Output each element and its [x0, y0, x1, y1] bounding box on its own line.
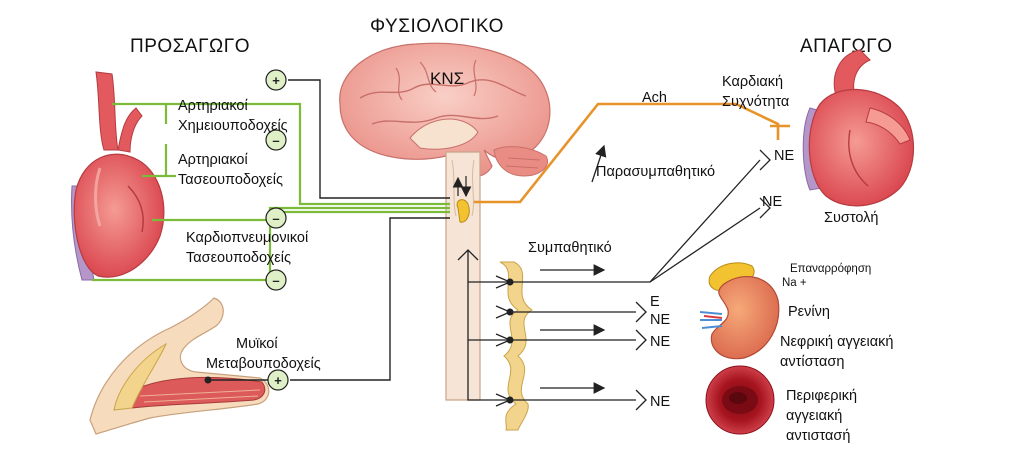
sympathetic-efferent-lines — [457, 149, 771, 411]
parasympathetic-label: Παρασυμπαθητικό — [596, 164, 715, 180]
peripheral-resistance-label-2: αγγειακή — [786, 408, 842, 424]
heart-rate-label-2: Συχνότητα — [722, 94, 789, 110]
ne-label-heart-1: NE — [774, 148, 794, 164]
na-reabsorption-label-2: Na + — [782, 277, 807, 289]
ne-label-heart-2: NE — [762, 194, 782, 210]
efferent-heart-illustration — [802, 49, 915, 207]
svg-text:–: – — [272, 273, 279, 288]
sympathetic-chain — [499, 261, 533, 431]
renin-label: Ρενίνη — [788, 304, 830, 320]
cardiopulmonary-label-2: Τασεουποδοχείς — [186, 250, 291, 266]
arterial-baro-label-2: Τασεουποδοχείς — [178, 172, 283, 188]
arm-illustration — [89, 297, 270, 435]
sign-extra: – — [265, 269, 287, 291]
heart-rate-label-1: Καρδιακή — [722, 74, 783, 90]
arterial-baro-label-1: Αρτηριακοί — [178, 152, 248, 168]
spinal-cord — [445, 151, 481, 401]
muscle-metabo-label-1: Μυϊκοί — [236, 336, 278, 352]
sympathetic-label: Συμπαθητικό — [528, 240, 612, 256]
svg-text:+: + — [274, 373, 282, 388]
arterial-chemo-label-1: Αρτηριακοί — [178, 98, 248, 114]
muscle-metabo-label-2: Μεταβουποδοχείς — [206, 356, 321, 372]
sign-arterial-baro: – — [265, 129, 287, 151]
e-label-kidney: E — [650, 294, 660, 310]
afferent-heart-illustration — [71, 71, 165, 281]
physiological-title: ΦΥΣΙΟΛΟΓΙΚΟ — [370, 16, 504, 37]
peripheral-resistance-label-3: αντιστασή — [786, 428, 850, 444]
ne-label-kidney-1: NE — [650, 312, 670, 328]
sign-cardiopulmonary: – — [265, 207, 287, 229]
arterial-chemo-label-2: Χημειουποδοχείς — [178, 118, 288, 134]
brain-illustration — [339, 42, 551, 177]
ne-label-vessel: NE — [650, 394, 670, 410]
na-reabsorption-label-1: Επαναρρόφηση — [790, 263, 871, 275]
svg-text:+: + — [272, 73, 280, 88]
kidney-illustration — [699, 262, 780, 360]
ach-label: Ach — [642, 90, 667, 106]
cardiopulmonary-label-1: Καρδιοπνευμονικοί — [186, 230, 309, 246]
renal-resistance-label-1: Νεφρική αγγειακή — [780, 334, 893, 350]
svg-text:–: – — [272, 133, 279, 148]
svg-text:–: – — [272, 211, 279, 226]
cns-label: ΚΝΣ — [430, 69, 464, 88]
ne-label-kidney-2: NE — [650, 334, 670, 350]
sign-arterial-chemo: + — [265, 69, 287, 91]
afferent-title: ΠΡΟΣΑΓΩΓΟ — [130, 36, 250, 57]
sign-muscle-metabo: + — [267, 369, 289, 391]
vessel-cross-section — [705, 365, 775, 435]
afferent-black-pathways — [288, 79, 450, 381]
parasympathetic-arrow — [591, 144, 607, 183]
ganglion-dots — [506, 278, 514, 404]
contraction-label: Συστολή — [824, 210, 878, 226]
peripheral-resistance-label-1: Περιφερική — [786, 388, 857, 404]
efferent-title: ΑΠΑΓΩΓΟ — [800, 36, 892, 57]
renal-resistance-label-2: αντίσταση — [780, 354, 844, 370]
